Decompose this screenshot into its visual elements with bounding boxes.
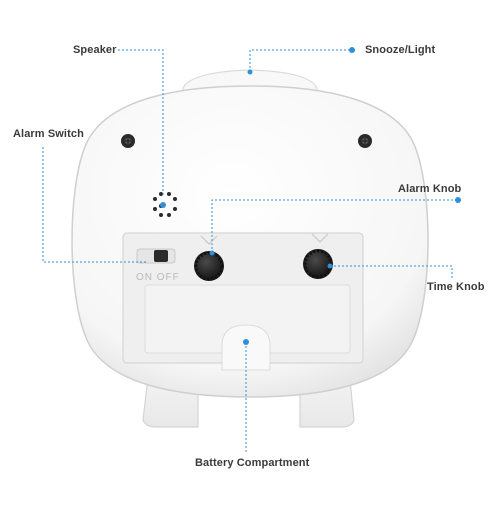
callout-lines [42,49,458,452]
speaker-grille-icon [153,192,177,217]
callout-dots [209,47,461,345]
speaker-label: Speaker [73,44,117,56]
switch-on-label: ON [136,272,153,283]
speaker-center-dot [160,202,166,208]
battery-compartment-label: Battery Compartment [195,457,310,469]
alarm-switch-label: Alarm Switch [13,128,84,140]
screw-icon [121,134,135,148]
screw-icon [358,134,372,148]
snooze-light-label: Snooze/Light [365,44,436,56]
time-knob-label: Time Knob [427,281,485,293]
alarm-knob[interactable] [194,251,224,281]
switch-off-label: OFF [156,272,180,283]
arrow-mark-icon [311,233,329,243]
arrow-mark-icon [200,235,218,245]
switch-position-labels: ON OFF [136,272,180,283]
alarm-knob-label: Alarm Knob [398,183,462,195]
time-knob[interactable] [303,249,333,279]
alarm-switch[interactable] [136,248,176,264]
